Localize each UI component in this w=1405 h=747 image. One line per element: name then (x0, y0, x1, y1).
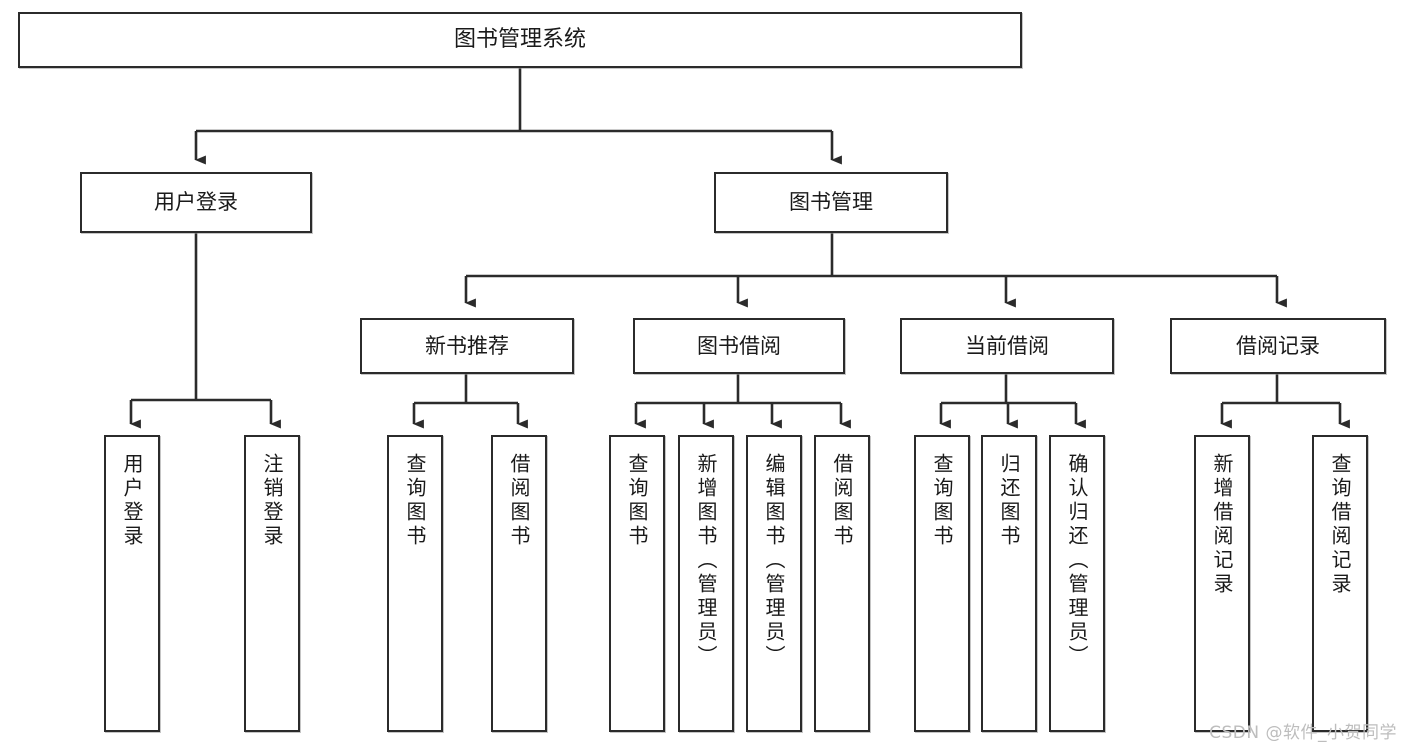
node-label: 编辑图书（管理员） (762, 453, 786, 669)
node-label: 查询图书 (625, 453, 649, 549)
leaf-edit-book-admin[interactable]: 编辑图书（管理员） (746, 435, 802, 732)
node-label: 图书管理 (789, 190, 873, 215)
node-label: 图书借阅 (697, 333, 781, 358)
leaf-query-book-current[interactable]: 查询图书 (914, 435, 970, 732)
leaf-logout[interactable]: 注销登录 (244, 435, 300, 732)
leaf-query-borrow-record[interactable]: 查询借阅记录 (1312, 435, 1368, 732)
node-label: 新增图书（管理员） (694, 453, 718, 669)
node-root-system[interactable]: 图书管理系统 (18, 12, 1022, 68)
leaf-user-login[interactable]: 用户登录 (104, 435, 160, 732)
leaf-borrow-book-recommend[interactable]: 借阅图书 (491, 435, 547, 732)
node-label: 新增借阅记录 (1210, 453, 1234, 597)
node-label: 新书推荐 (425, 333, 509, 358)
node-user-login[interactable]: 用户登录 (80, 172, 312, 233)
node-label: 借阅图书 (507, 453, 531, 549)
leaf-query-book-recommend[interactable]: 查询图书 (387, 435, 443, 732)
node-label: 查询图书 (930, 453, 954, 549)
leaf-confirm-return-admin[interactable]: 确认归还（管理员） (1049, 435, 1105, 732)
node-label: 注销登录 (260, 453, 284, 549)
node-new-book-recommend[interactable]: 新书推荐 (360, 318, 574, 374)
node-label: 用户登录 (154, 190, 238, 215)
node-label: 查询借阅记录 (1328, 453, 1352, 597)
node-borrow-records[interactable]: 借阅记录 (1170, 318, 1386, 374)
node-label: 借阅记录 (1236, 333, 1320, 358)
node-label: 确认归还（管理员） (1065, 453, 1089, 669)
node-label: 当前借阅 (965, 333, 1049, 358)
node-book-borrow[interactable]: 图书借阅 (633, 318, 845, 374)
leaf-add-borrow-record[interactable]: 新增借阅记录 (1194, 435, 1250, 732)
node-label: 归还图书 (997, 453, 1021, 549)
node-current-borrow[interactable]: 当前借阅 (900, 318, 1114, 374)
leaf-borrow-book[interactable]: 借阅图书 (814, 435, 870, 732)
node-label: 图书管理系统 (453, 27, 586, 53)
node-label: 借阅图书 (830, 453, 854, 549)
csdn-watermark: CSDN @软件_小贺同学 (1209, 723, 1397, 743)
node-label: 用户登录 (120, 453, 144, 549)
node-label: 查询图书 (403, 453, 427, 549)
leaf-return-book[interactable]: 归还图书 (981, 435, 1037, 732)
leaf-add-book-admin[interactable]: 新增图书（管理员） (678, 435, 734, 732)
leaf-query-book-borrow[interactable]: 查询图书 (609, 435, 665, 732)
node-book-management[interactable]: 图书管理 (714, 172, 948, 233)
